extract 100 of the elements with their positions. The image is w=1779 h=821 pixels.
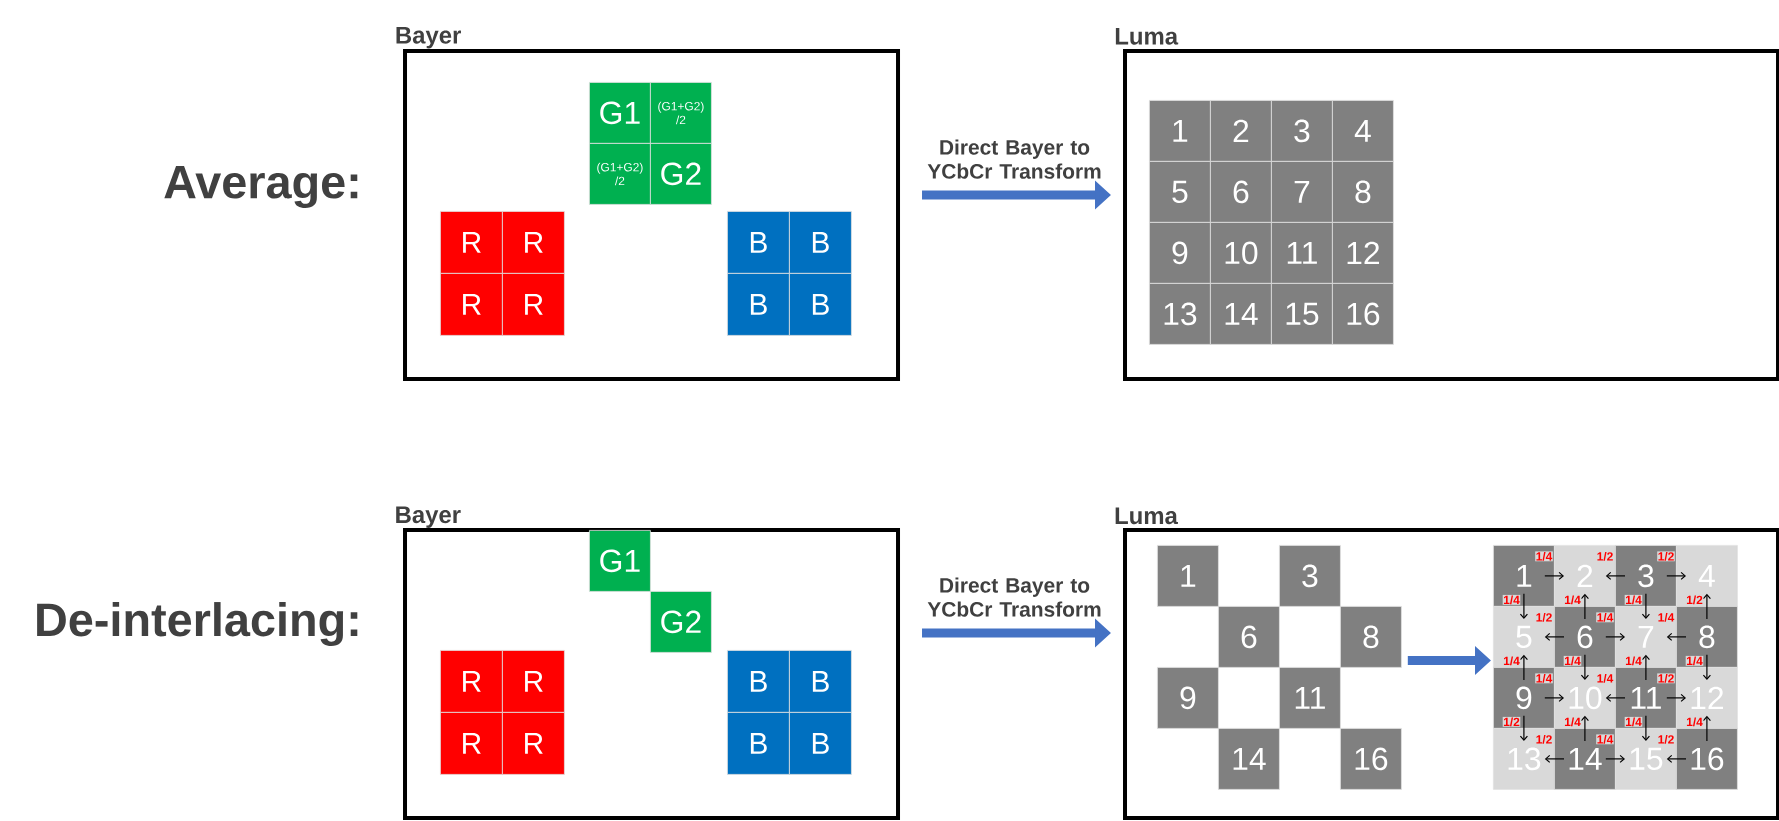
luma-cell: 8 xyxy=(1340,606,1402,668)
weight-label: 1/2 xyxy=(1502,716,1521,727)
weight-label: 1/4 xyxy=(1624,594,1643,605)
interpolation-arrow xyxy=(1519,654,1528,681)
luma-cell: 16 xyxy=(1332,283,1394,345)
weight-label: 1/4 xyxy=(1502,655,1521,666)
interpolation-arrow xyxy=(1580,654,1589,680)
pixel-cell: R xyxy=(502,712,565,775)
luma-cell: 6 xyxy=(1218,606,1280,668)
interpolation-arrow xyxy=(1666,693,1686,702)
pixel-cell: B xyxy=(789,712,852,775)
weight-label: 1/2 xyxy=(1535,734,1553,745)
weight-label: 1/2 xyxy=(1596,551,1614,562)
weight-label: 1/4 xyxy=(1596,673,1614,684)
pixel-cell: R xyxy=(440,211,503,274)
luma-cell: 11 xyxy=(1279,667,1341,729)
interpolation-arrow xyxy=(1641,715,1650,741)
luma-cell: 13 xyxy=(1149,283,1211,345)
luma-cell: 9 xyxy=(1157,667,1219,729)
pixel-cell: G2 xyxy=(650,143,712,205)
interpolation-arrow xyxy=(1702,654,1711,680)
luma-cell: 11 xyxy=(1271,222,1333,284)
pixel-cell: (G1+G2) /2 xyxy=(650,82,712,144)
weight-label: 1/4 xyxy=(1685,655,1704,666)
luma-cell: 1 xyxy=(1157,545,1219,607)
interpolation-arrow xyxy=(1580,593,1589,620)
weight-label: 1/4 xyxy=(1563,655,1582,666)
pixel-cell: B xyxy=(789,650,852,713)
interpolation-arrow xyxy=(1605,632,1625,641)
luma-cell: 7 xyxy=(1271,161,1333,223)
pixel-cell: G2 xyxy=(650,591,712,653)
pixel-cell: R xyxy=(440,712,503,775)
interpolation-arrow xyxy=(1641,593,1650,619)
row-label: Average: xyxy=(164,165,358,209)
luma-cell: 2 xyxy=(1210,100,1272,162)
pixel-cell: B xyxy=(789,273,852,336)
weight-label: 1/4 xyxy=(1502,594,1521,605)
weight-label: 1/4 xyxy=(1596,734,1614,745)
luma-cell: 5 xyxy=(1149,161,1211,223)
edge-label: Direct Bayer to YCbCr Transform xyxy=(927,577,1101,617)
interpolation-arrow xyxy=(1605,571,1626,580)
node-label: Luma xyxy=(1115,507,1178,525)
luma-cell: 1 xyxy=(1149,100,1211,162)
interpolation-arrow xyxy=(1544,571,1564,580)
luma-cell: 14 xyxy=(1218,728,1280,790)
interpolation-arrow xyxy=(1519,593,1528,619)
interpolation-arrow xyxy=(1702,593,1711,620)
weight-label: 1/4 xyxy=(1563,594,1582,605)
node-label: Bayer xyxy=(396,506,461,528)
weight-label: 1/4 xyxy=(1624,716,1643,727)
interpolation-arrow xyxy=(1544,693,1564,702)
pixel-cell: R xyxy=(502,211,565,274)
luma-cell: 14 xyxy=(1210,283,1272,345)
pixel-cell: R xyxy=(502,650,565,713)
weight-label: 1/4 xyxy=(1657,612,1675,623)
pixel-cell: R xyxy=(440,650,503,713)
pixel-cell: R xyxy=(440,273,503,336)
luma-cell: 4 xyxy=(1332,100,1394,162)
pixel-cell: B xyxy=(789,211,852,274)
weight-label: 1/4 xyxy=(1535,551,1553,562)
edge-label: Direct Bayer to YCbCr Transform xyxy=(927,139,1101,179)
pixel-cell: B xyxy=(727,211,790,274)
luma-cell: 12 xyxy=(1332,222,1394,284)
weight-label: 1/4 xyxy=(1535,673,1553,684)
luma-cell: 8 xyxy=(1332,161,1394,223)
weight-label: 1/2 xyxy=(1657,673,1675,684)
node-label: Luma xyxy=(1115,28,1179,45)
luma-cell: 16 xyxy=(1340,728,1402,790)
node-label: Bayer xyxy=(396,26,461,49)
luma-cell: 3 xyxy=(1271,100,1333,162)
row-label: De-interlacing: xyxy=(37,602,358,646)
weight-label: 1/4 xyxy=(1596,612,1614,623)
interpolation-arrow xyxy=(1666,754,1687,763)
pixel-cell: G1 xyxy=(589,82,651,144)
pixel-cell: R xyxy=(502,273,565,336)
pixel-cell: B xyxy=(727,650,790,713)
interpolation-arrow xyxy=(1605,754,1625,763)
weight-label: 1/2 xyxy=(1685,594,1704,605)
interpolation-arrow xyxy=(1666,571,1686,580)
interpolation-arrow xyxy=(1544,632,1565,641)
interpolation-arrow xyxy=(1641,654,1650,681)
weight-label: 1/2 xyxy=(1657,551,1675,562)
luma-cell: 15 xyxy=(1271,283,1333,345)
weight-label: 1/2 xyxy=(1535,612,1553,623)
interpolation-arrow xyxy=(1702,715,1711,742)
pixel-cell: G1 xyxy=(589,530,651,592)
weight-label: 1/4 xyxy=(1685,716,1704,727)
luma-cell: 16 xyxy=(1676,728,1738,790)
interpolation-arrow xyxy=(1544,754,1565,763)
luma-cell: 3 xyxy=(1279,545,1341,607)
weight-label: 1/4 xyxy=(1624,655,1643,666)
interpolation-arrow xyxy=(1666,632,1687,641)
luma-cell: 9 xyxy=(1149,222,1211,284)
interpolation-arrow xyxy=(1519,715,1528,741)
pixel-cell: B xyxy=(727,712,790,775)
pixel-cell: (G1+G2) /2 xyxy=(589,143,651,205)
luma-cell: 10 xyxy=(1210,222,1272,284)
luma-cell: 6 xyxy=(1210,161,1272,223)
interpolation-arrow xyxy=(1580,715,1589,742)
weight-label: 1/2 xyxy=(1657,734,1675,745)
